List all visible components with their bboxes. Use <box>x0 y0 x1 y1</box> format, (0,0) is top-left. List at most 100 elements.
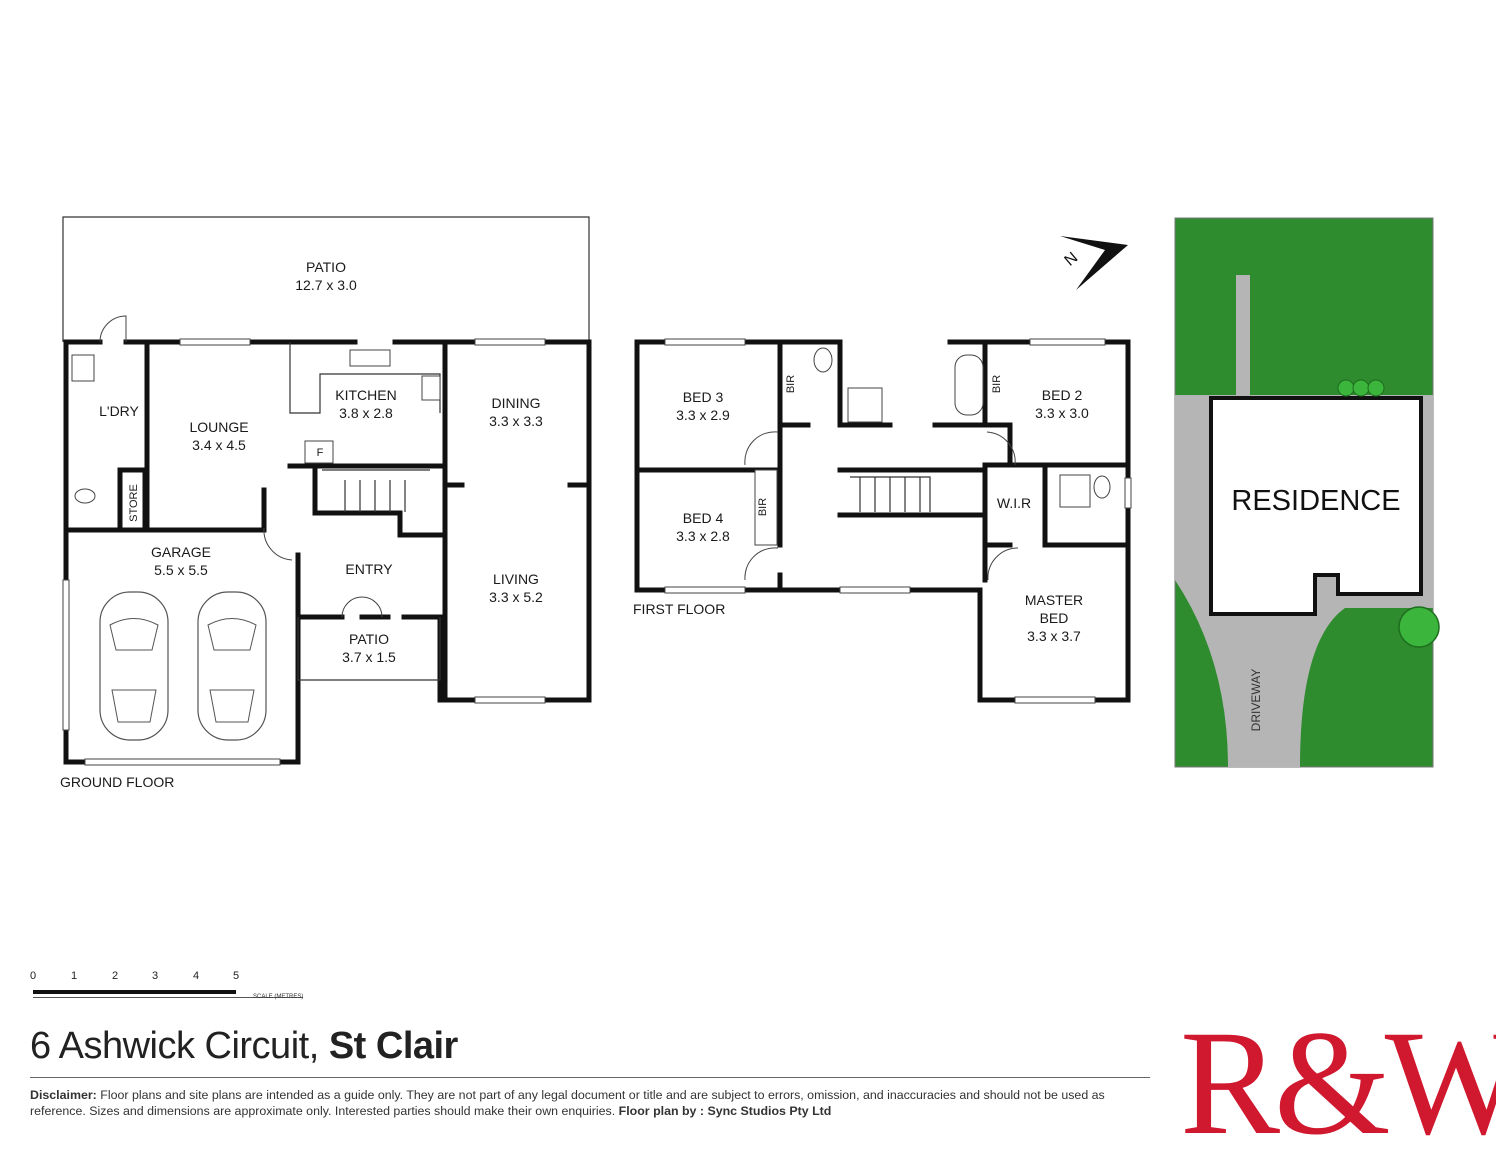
toilet-icon <box>1093 475 1111 499</box>
room-name: BED 3 <box>683 389 724 405</box>
room-name: L'DRY <box>99 403 139 419</box>
first-floor-label: FIRST FLOOR <box>633 601 725 617</box>
room-dims: 3.8 x 2.8 <box>339 405 393 421</box>
room-dims: 12.7 x 3.0 <box>295 277 357 293</box>
room-name: BED 4 <box>683 510 724 526</box>
side-path <box>1236 275 1250 397</box>
scale-bar-solid <box>33 990 236 994</box>
bir-cupboard <box>754 469 778 546</box>
scale-tick-label: 1 <box>71 970 77 982</box>
car-icon <box>197 591 267 741</box>
shrub-icon <box>1352 379 1370 397</box>
disclaimer: Disclaimer: Floor plans and site plans a… <box>30 1088 1155 1119</box>
room-dims: 3.7 x 1.5 <box>342 649 396 665</box>
room-dims: 3.3 x 2.9 <box>676 407 730 423</box>
ground-window <box>62 579 70 731</box>
bir-label: BIR <box>785 375 797 393</box>
north-arrow-icon: N <box>1060 236 1128 290</box>
fridge-box <box>304 440 334 464</box>
first-walls-outer <box>634 339 1131 703</box>
ground-floor-plan: PATIO 12.7 x 3.0 L'DRY LOUNGE 3.4 x 4.5 … <box>60 216 592 790</box>
first-window <box>1014 696 1096 704</box>
scale-tick-label: 3 <box>152 970 158 982</box>
room-name: W.I.R <box>997 495 1031 511</box>
ground-walls-garage <box>63 467 267 533</box>
address-street: 6 Ashwick Circuit, <box>30 1025 319 1067</box>
garage-door <box>84 758 281 766</box>
door-swing <box>744 547 779 581</box>
room-dims: 3.3 x 2.8 <box>676 528 730 544</box>
room-name: GARAGE <box>151 544 211 560</box>
disclaimer-text: Floor plans and site plans are intended … <box>30 1088 1105 1118</box>
tree-icon <box>1398 606 1440 648</box>
bir-label: BIR <box>757 498 769 516</box>
shrub-icon <box>1367 379 1385 397</box>
agency-logo: R&W <box>1180 1000 1496 1166</box>
room-name: MASTER <box>1025 592 1083 608</box>
disclaimer-heading: Disclaimer: <box>30 1088 97 1102</box>
door-swing <box>987 547 1019 581</box>
first-window <box>664 338 746 346</box>
door-swing <box>744 431 779 466</box>
bath-icon <box>954 354 984 416</box>
first-window <box>664 586 746 594</box>
room-name: PATIO <box>349 631 389 647</box>
site-plan: RESIDENCE DRIVEWAY <box>1174 217 1440 768</box>
room-dims: 3.3 x 3.0 <box>1035 405 1089 421</box>
laundry-door <box>99 315 127 343</box>
scale-tick-label: 0 <box>30 970 36 982</box>
store-label: STORE <box>128 484 140 522</box>
room-name: BED 2 <box>1042 387 1083 403</box>
fridge-label: F <box>317 447 324 459</box>
tub-icon <box>71 354 95 382</box>
room-name: LOUNGE <box>189 419 248 435</box>
residence-footprint <box>1209 396 1423 616</box>
first-window <box>1124 477 1132 509</box>
scale-bar: 0 1 2 3 4 5 SCALE (METRES) <box>30 970 303 1000</box>
room-name: KITCHEN <box>335 387 396 403</box>
plan-credit: Floor plan by : Sync Studios Pty Ltd <box>618 1103 832 1118</box>
room-dims: 3.4 x 4.5 <box>192 437 246 453</box>
cooktop-icon <box>421 375 441 401</box>
shrub-icon <box>1337 379 1355 397</box>
door-swing <box>986 431 1016 466</box>
ground-window <box>474 338 546 346</box>
bir-label: BIR <box>991 375 1003 393</box>
first-window <box>839 586 911 594</box>
rear-patio-outline <box>62 216 590 342</box>
first-stairs <box>850 476 931 512</box>
sink-icon <box>349 349 391 367</box>
room-name: DINING <box>492 395 541 411</box>
scale-tick-label: 2 <box>112 970 118 982</box>
toilet-icon <box>74 488 96 504</box>
scale-tick-label: 4 <box>193 970 199 982</box>
entry-door <box>341 596 383 618</box>
scale-tick-label: 5 <box>233 970 239 982</box>
ground-floor-label: GROUND FLOOR <box>60 774 174 790</box>
front-patio-outline <box>297 617 441 681</box>
residence-label: RESIDENCE <box>1231 485 1400 517</box>
room-name: ENTRY <box>345 561 393 577</box>
room-dims: 3.3 x 5.2 <box>489 589 543 605</box>
shower-icon <box>1059 474 1091 508</box>
room-dims: 3.3 x 3.3 <box>489 413 543 429</box>
north-label: N <box>1062 249 1082 269</box>
room-name: LIVING <box>493 571 539 587</box>
address-suburb: St Clair <box>328 1025 459 1067</box>
toilet-icon <box>813 347 833 373</box>
car-icon <box>99 591 169 741</box>
ground-window <box>179 338 251 346</box>
ground-walls-top <box>63 339 592 703</box>
room-name-line2: BED <box>1040 610 1069 626</box>
ground-walls-stairs <box>287 463 592 538</box>
room-dims: 3.3 x 3.7 <box>1027 628 1081 644</box>
scale-bar-rule <box>33 997 303 998</box>
ground-window <box>474 696 546 704</box>
address-divider <box>30 1077 1150 1078</box>
garage-internal-door <box>263 527 293 561</box>
driveway-label: DRIVEWAY <box>1249 669 1263 732</box>
room-name: PATIO <box>306 259 346 275</box>
first-window <box>1029 338 1106 346</box>
first-walls-inner <box>634 339 1131 593</box>
